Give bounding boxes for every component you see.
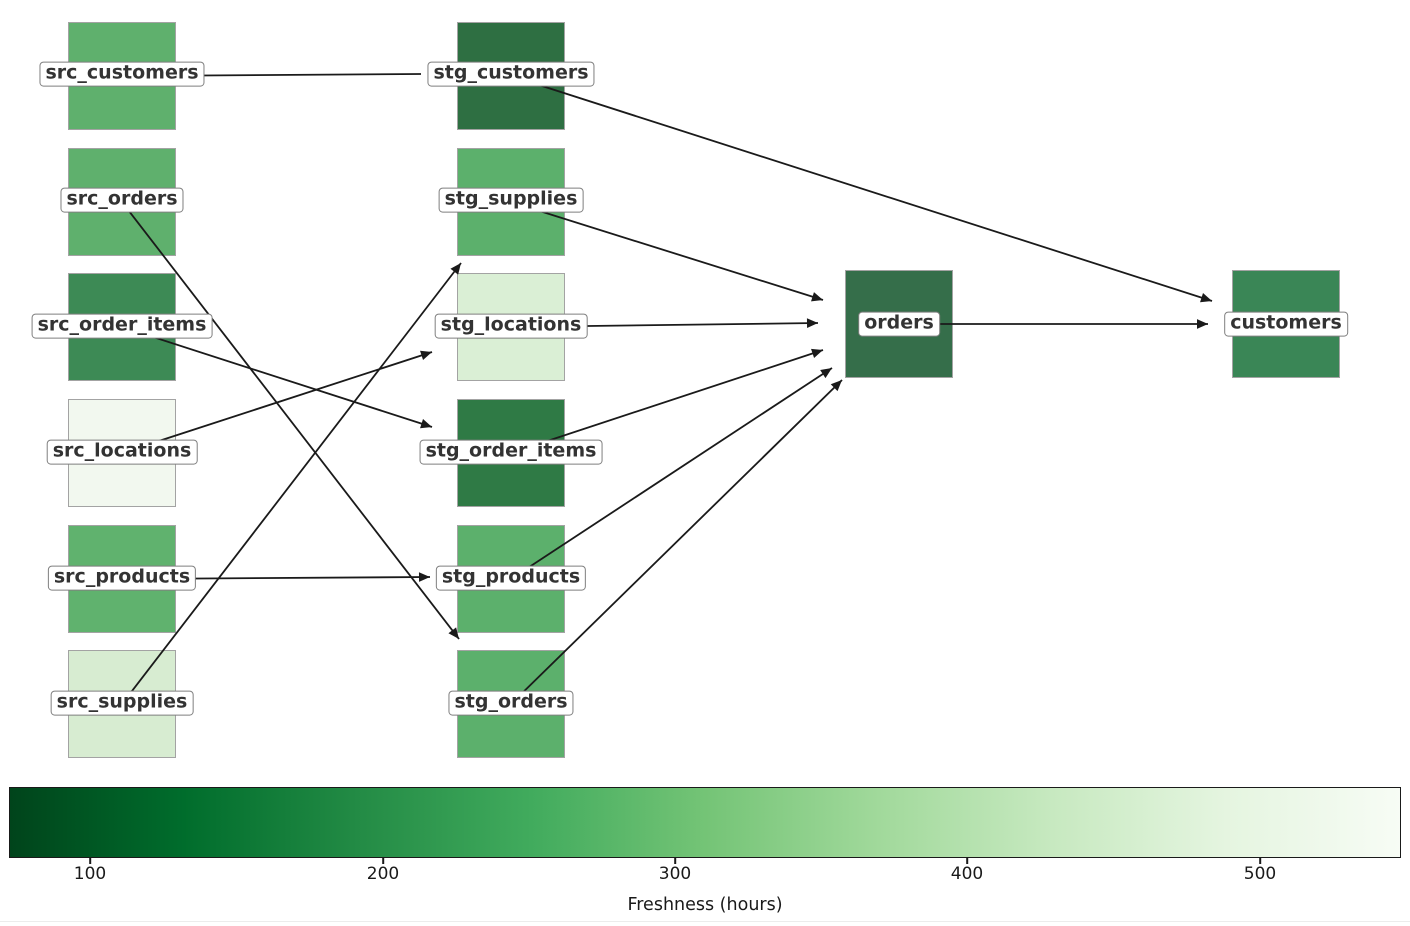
edge-src_supplies-stg_supplies xyxy=(121,262,462,705)
node-label-src-locations: src_locations xyxy=(46,439,198,465)
node-label-stg-customers: stg_customers xyxy=(427,61,595,87)
colorbar-tick-mark xyxy=(1259,858,1261,864)
colorbar-tick-label: 100 xyxy=(73,864,107,884)
node-label-src-customers: src_customers xyxy=(39,61,205,87)
colorbar-tick-mark xyxy=(89,858,91,864)
colorbar-gradient xyxy=(9,787,1401,858)
edge-stg_customers-customers xyxy=(510,75,1213,303)
figure-bottom-border xyxy=(0,921,1410,922)
node-label-orders: orders xyxy=(858,311,940,337)
edge-src_orders-stg_orders xyxy=(121,201,460,640)
edge-src_order_items-stg_order_items xyxy=(121,326,433,429)
colorbar-tick-label: 300 xyxy=(658,864,692,884)
colorbar-tick-label: 200 xyxy=(366,864,400,884)
node-label-customers: customers xyxy=(1224,311,1348,337)
colorbar-tick-mark xyxy=(674,858,676,864)
colorbar-tick-label: 400 xyxy=(950,864,984,884)
node-label-stg-orders: stg_orders xyxy=(448,690,574,716)
node-label-stg-supplies: stg_supplies xyxy=(438,187,584,213)
edge-stg_orders-orders xyxy=(510,379,843,705)
node-label-src-products: src_products xyxy=(47,565,197,591)
edge-stg_products-orders xyxy=(510,367,833,580)
node-label-src-order-items: src_order_items xyxy=(31,313,213,339)
colorbar-tick-mark xyxy=(966,858,968,864)
colorbar-tick-label: 500 xyxy=(1243,864,1277,884)
colorbar-axis-label: Freshness (hours) xyxy=(627,895,783,915)
node-label-src-orders: src_orders xyxy=(60,187,184,213)
node-label-stg-locations: stg_locations xyxy=(434,313,588,339)
node-label-stg-products: stg_products xyxy=(435,565,587,591)
edge-stg_supplies-orders xyxy=(510,201,824,302)
edge-stg_order_items-orders xyxy=(510,348,824,454)
colorbar-tick-mark xyxy=(382,858,384,864)
node-label-src-supplies: src_supplies xyxy=(50,690,194,716)
edge-src_locations-stg_locations xyxy=(121,350,433,454)
node-label-stg-order-items: stg_order_items xyxy=(419,439,603,465)
